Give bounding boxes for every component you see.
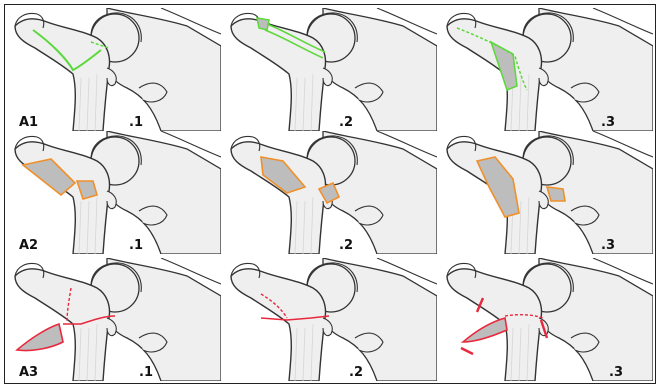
femur-illustration: [227, 8, 437, 131]
group-label: A3: [19, 366, 38, 379]
subgroup-label: .1: [129, 116, 143, 129]
fracture-classification-figure: A1 .1 .2 .3 A2 .1: [4, 4, 656, 384]
panel-a3-3: .3: [443, 258, 653, 381]
group-label: A1: [19, 116, 38, 129]
panel-a1-3: .3: [443, 8, 653, 131]
panel-a1-1: A1 .1: [11, 8, 221, 131]
femur-illustration: [11, 258, 221, 381]
femur-illustration: [443, 258, 653, 381]
subgroup-label: .3: [601, 116, 615, 129]
subgroup-label: .1: [129, 239, 143, 252]
panel-a3-2: .2: [227, 258, 437, 381]
panel-a2-2: .2: [227, 131, 437, 254]
panel-a1-2: .2: [227, 8, 437, 131]
subgroup-label: .2: [339, 239, 353, 252]
group-label: A2: [19, 239, 38, 252]
subgroup-label: .3: [601, 239, 615, 252]
femur-illustration: [11, 131, 221, 254]
panel-a3-1: A3 .1: [11, 258, 221, 381]
subgroup-label: .2: [339, 116, 353, 129]
subgroup-label: .3: [609, 366, 623, 379]
subgroup-label: .1: [139, 366, 153, 379]
fracture-fragment: [17, 324, 63, 351]
femur-illustration: [227, 131, 437, 254]
femur-illustration: [227, 258, 437, 381]
panel-a2-3: .3: [443, 131, 653, 254]
femur-illustration: [11, 8, 221, 131]
femur-illustration: [443, 8, 653, 131]
panel-a2-1: A2 .1: [11, 131, 221, 254]
subgroup-label: .2: [349, 366, 363, 379]
fracture-fragment: [547, 187, 565, 201]
femur-illustration: [443, 131, 653, 254]
fracture-fragment: [463, 318, 507, 342]
